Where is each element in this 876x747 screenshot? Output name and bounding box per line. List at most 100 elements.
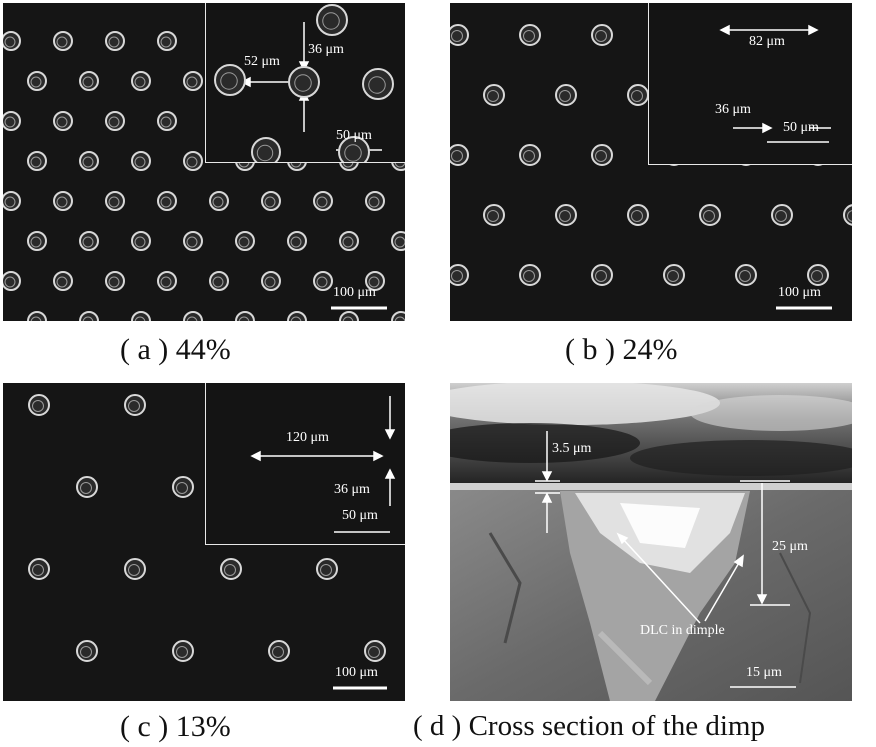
dimple (131, 151, 151, 171)
dimple (79, 311, 99, 321)
dimple (131, 311, 151, 321)
dimple (53, 191, 73, 211)
dimple (591, 24, 613, 46)
panel-d-scale-label: 15 μm (746, 665, 782, 680)
dimple (699, 204, 721, 226)
dimple (157, 191, 177, 211)
dimple (131, 71, 151, 91)
dimple (79, 71, 99, 91)
dimple (124, 394, 146, 416)
caption-a: ( a ) 44% (120, 333, 231, 366)
dimple (53, 111, 73, 131)
caption-b: ( b ) 24% (565, 333, 678, 366)
dimple (79, 231, 99, 251)
dimple (771, 204, 793, 226)
dimple (450, 24, 469, 46)
dimple (28, 558, 50, 580)
inset-c: 120 μm 36 μm 50 μm (205, 383, 405, 545)
dimple (261, 271, 281, 291)
dimple (391, 311, 405, 321)
dimple (105, 31, 125, 51)
dimple (235, 311, 255, 321)
dimple (183, 231, 203, 251)
panel-b-scale-label: 100 μm (778, 285, 821, 300)
dimple (27, 311, 47, 321)
dimple (362, 68, 394, 100)
dimple (339, 231, 359, 251)
dimple (627, 204, 649, 226)
inset-a: 52 μm 36 μm 50 μm (205, 3, 405, 163)
dimple (313, 271, 333, 291)
dimple (663, 264, 685, 286)
sem-panel-b: 82 μm 36 μm 50 μm 100 μm (450, 3, 852, 321)
dimple (28, 394, 50, 416)
dimple (76, 476, 98, 498)
dlc-thickness-label: 3.5 μm (552, 441, 592, 456)
dimple (209, 271, 229, 291)
dimple (316, 558, 338, 580)
dimple (79, 151, 99, 171)
panel-a-scale-label: 100 μm (333, 285, 376, 300)
inset-b-spacing-label: 82 μm (749, 34, 785, 49)
dimple (843, 204, 852, 226)
dimple (519, 144, 541, 166)
caption-c: ( c ) 13% (120, 710, 231, 743)
sem-panel-a: 52 μm 36 μm 50 μm 100 μm (3, 3, 405, 321)
dimple (53, 31, 73, 51)
inset-a-spacing-label: 52 μm (244, 54, 280, 69)
inset-a-scale-label: 50 μm (336, 128, 372, 143)
panel-c-scale-label: 100 μm (335, 665, 378, 680)
dimple (3, 271, 21, 291)
cross-section-image (450, 383, 852, 701)
dimple (157, 111, 177, 131)
dimple (27, 231, 47, 251)
dimple (364, 640, 386, 662)
inset-c-spacing-label: 120 μm (286, 430, 329, 445)
dimple (27, 151, 47, 171)
dimple (627, 84, 649, 106)
dimple (735, 264, 757, 286)
dimple (483, 204, 505, 226)
dimple (287, 311, 307, 321)
dimple (391, 231, 405, 251)
dimple (131, 231, 151, 251)
dimple (555, 84, 577, 106)
dimple (235, 231, 255, 251)
dimple (3, 191, 21, 211)
dimple (157, 271, 177, 291)
dimple (591, 264, 613, 286)
dimple (365, 271, 385, 291)
dimple (339, 311, 359, 321)
dimple (183, 311, 203, 321)
dimple (450, 144, 469, 166)
dimple (183, 151, 203, 171)
inset-c-diameter-label: 36 μm (334, 482, 370, 497)
dimple (105, 191, 125, 211)
dimple (313, 191, 333, 211)
dimple (76, 640, 98, 662)
dimple (172, 640, 194, 662)
dimple (3, 31, 21, 51)
dimple (519, 264, 541, 286)
dimple (591, 144, 613, 166)
dimple (483, 84, 505, 106)
dimple (338, 136, 370, 162)
dimple (287, 231, 307, 251)
inset-b-scale-label: 50 μm (783, 120, 819, 135)
dimple (27, 71, 47, 91)
dimple (214, 64, 246, 96)
dimple (3, 111, 21, 131)
dimple (555, 204, 577, 226)
caption-d: ( d ) Cross section of the dimp (413, 710, 765, 742)
dimple (183, 71, 203, 91)
dimple (209, 191, 229, 211)
dimple (172, 476, 194, 498)
inset-b-diameter-label: 36 μm (715, 102, 751, 117)
inset-b: 82 μm 36 μm 50 μm (648, 3, 852, 165)
sem-panel-d: 3.5 μm 25 μm DLC in dimple 15 μm (450, 383, 852, 701)
inset-a-diameter-label: 36 μm (308, 42, 344, 57)
dimple (807, 264, 829, 286)
dimple (251, 137, 281, 162)
dimple (124, 558, 146, 580)
dimple (105, 111, 125, 131)
